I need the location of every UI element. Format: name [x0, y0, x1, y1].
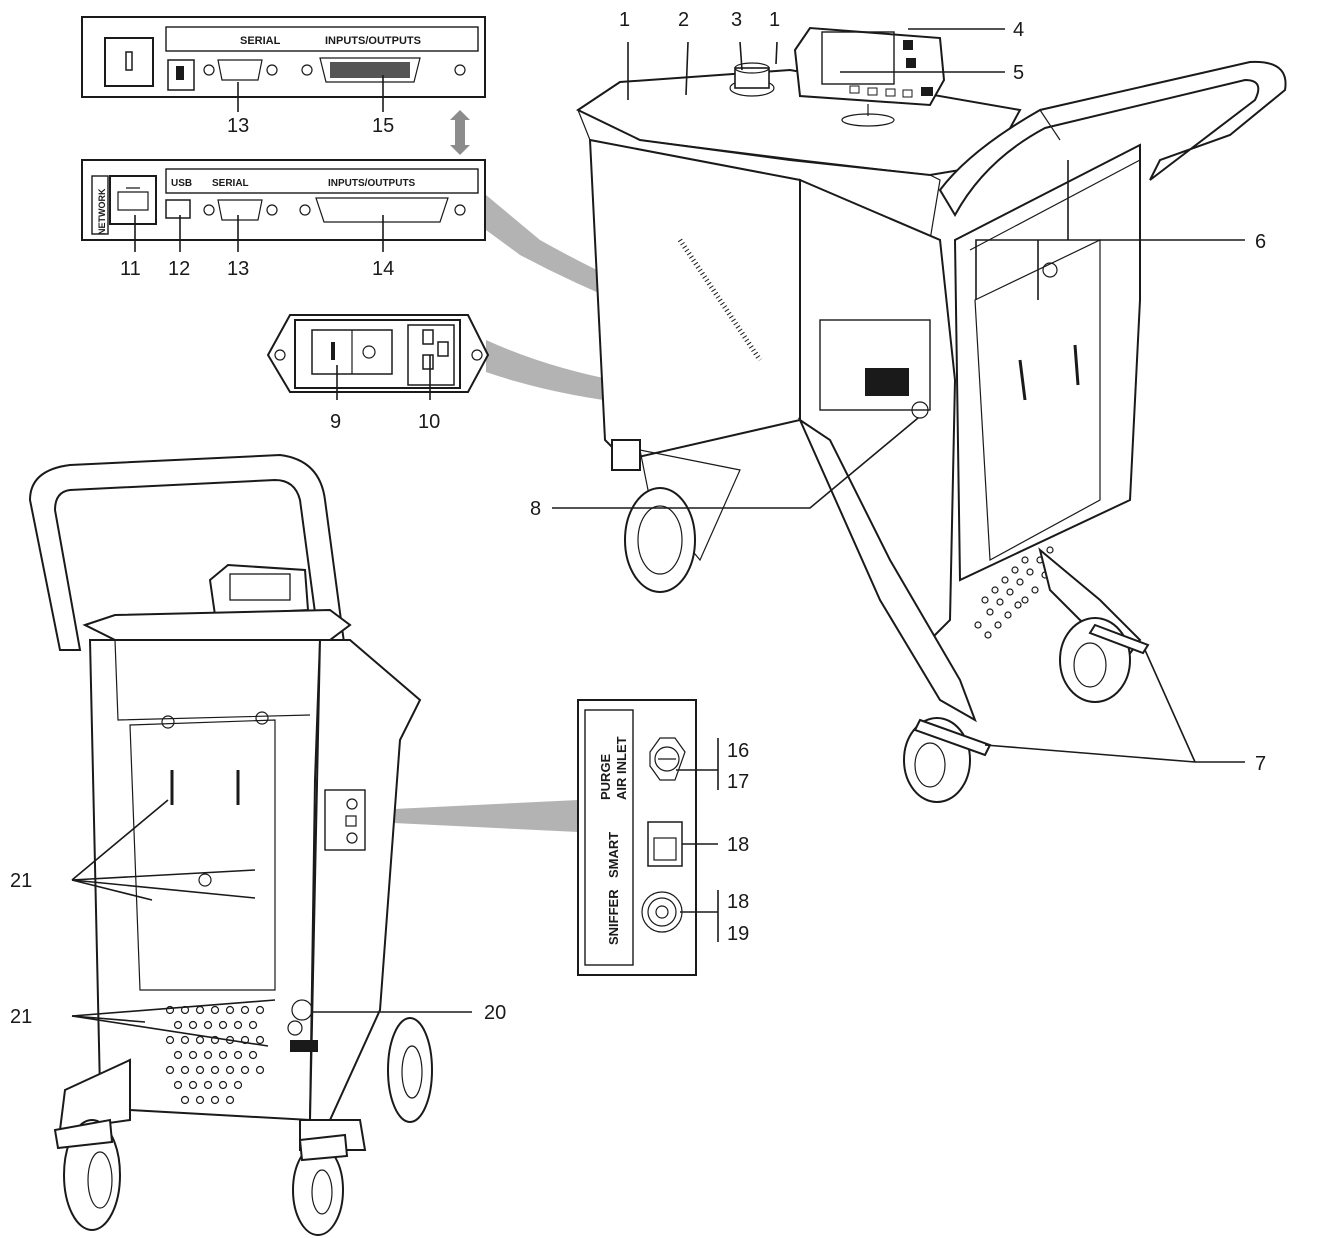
panel-a-io-label: INPUTS/OUTPUTS — [325, 35, 421, 47]
callout-1b: 1 — [769, 9, 780, 31]
callout-4: 4 — [1013, 19, 1024, 41]
callout-16: 16 — [727, 740, 749, 762]
side-panel-purge-label: PURGE — [598, 753, 613, 800]
callout-18b: 18 — [727, 891, 749, 913]
callout-12: 12 — [168, 258, 190, 280]
connector-band-side — [372, 800, 578, 832]
connector-panel-b: USB SERIAL INPUTS/OUTPUTS NETWORK — [81, 159, 486, 241]
callout-19: 19 — [727, 923, 749, 945]
cart-front-view — [575, 26, 1287, 803]
side-panel-sniffer-label: SNIFFER — [606, 889, 621, 945]
panel-b-serial-label: SERIAL — [212, 178, 249, 189]
swap-arrow-icon — [450, 110, 470, 155]
panel-b-network-label: NETWORK — [97, 188, 107, 235]
panel-b-io-label: INPUTS/OUTPUTS — [328, 178, 416, 189]
panel-b-usb-label: USB — [171, 178, 192, 189]
callout-8: 8 — [530, 498, 541, 520]
callout-7: 7 — [1255, 753, 1266, 775]
callout-3: 3 — [731, 9, 742, 31]
callout-21b: 21 — [10, 1006, 32, 1028]
callout-2: 2 — [678, 9, 689, 31]
callout-11: 11 — [120, 258, 141, 280]
callout-21a: 21 — [10, 870, 32, 892]
side-connector-panel: PURGE AIR INLET SMART SNIFFER — [577, 699, 697, 976]
cart-rear-view — [28, 453, 433, 1236]
callout-14: 14 — [372, 258, 394, 280]
callout-5: 5 — [1013, 62, 1024, 84]
callout-20: 20 — [484, 1002, 506, 1024]
power-switch-panel — [266, 314, 490, 393]
connector-band-power — [486, 340, 880, 411]
callout-15: 15 — [372, 115, 394, 137]
callout-6: 6 — [1255, 231, 1266, 253]
callout-labels: 1 2 3 1 4 5 6 7 8 9 10 11 12 13 14 13 15… — [10, 9, 1266, 1028]
connector-panel-a: SERIAL INPUTS/OUTPUTS — [81, 16, 486, 98]
side-panel-air-inlet-label: AIR INLET — [614, 736, 629, 800]
leader-lines — [71, 28, 1245, 1047]
side-panel-smart-label: SMART — [606, 832, 621, 878]
callout-13b: 13 — [227, 258, 249, 280]
callout-13a: 13 — [227, 115, 249, 137]
callout-18a: 18 — [727, 834, 749, 856]
panel-a-serial-label: SERIAL — [240, 35, 281, 47]
callout-10: 10 — [418, 411, 440, 433]
callout-1a: 1 — [619, 9, 630, 31]
callout-9: 9 — [330, 411, 341, 433]
callout-17: 17 — [727, 771, 749, 793]
